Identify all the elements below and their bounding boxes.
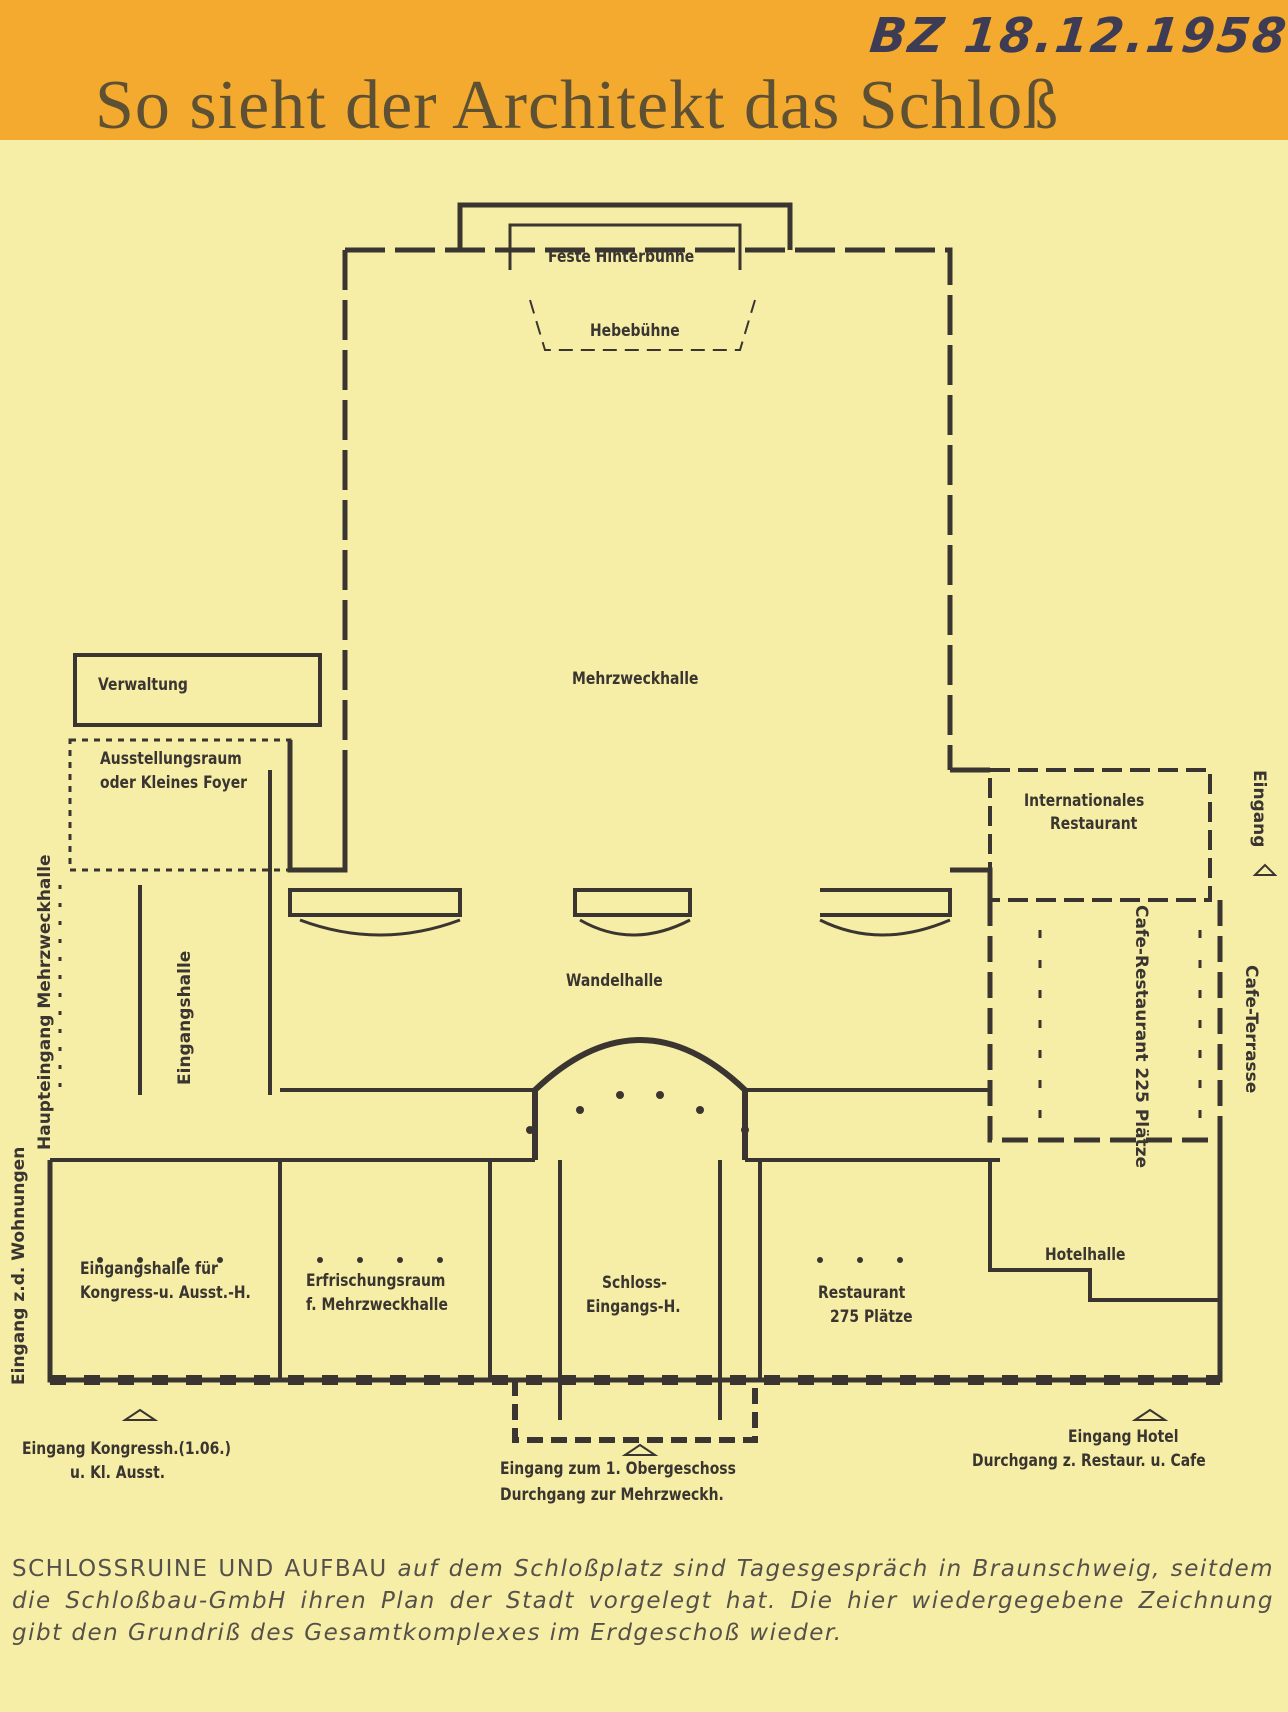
headline-banner: BZ 18.12.1958 So sieht der Architekt das… xyxy=(0,0,1288,144)
label-eingangs-h: Eingangs-H. xyxy=(586,1297,681,1317)
entrance-marker-hotel xyxy=(1131,1408,1169,1421)
ausstellungsraum-room xyxy=(68,738,292,872)
label-eingangshalle-kongress: Eingangshalle für xyxy=(80,1259,218,1279)
floor-plan xyxy=(47,202,1278,1456)
label-eingang-hotel: Eingang Hotel xyxy=(1068,1427,1179,1447)
verwaltung-room xyxy=(73,653,322,727)
label-feste-hinterbuehne: Feste Hinterbühne xyxy=(548,247,695,267)
label-275-plaetze: 275 Plätze xyxy=(830,1307,913,1327)
label-cafe-terrasse: Cafe-Terrasse xyxy=(1241,965,1261,1094)
photo-caption: SCHLOSSRUINE UND AUFBAU auf dem Schloßpl… xyxy=(12,1553,1274,1649)
caption-lead: SCHLOSSRUINE UND AUFBAU xyxy=(12,1556,388,1582)
label-durchgang-restaur: Durchgang z. Restaur. u. Cafe xyxy=(972,1451,1206,1471)
hotelhalle-wall xyxy=(988,1160,1220,1302)
label-verwaltung: Verwaltung xyxy=(98,675,188,695)
main-hall-wall xyxy=(345,247,953,770)
label-durchgang-mehrzweckh: Durchgang zur Mehrzweckh. xyxy=(500,1485,724,1505)
stage-wall xyxy=(457,202,793,250)
label-hotelhalle: Hotelhalle xyxy=(1045,1245,1126,1265)
caption-text: auf dem Schloßplatz sind Tagesgespräch i… xyxy=(12,1556,1274,1646)
main-hall-right-stub xyxy=(950,767,993,900)
hebebuehne-outline xyxy=(529,299,756,351)
label-kongress-ausst: Kongress-u. Ausst.-H. xyxy=(80,1283,251,1303)
label-eingangshalle: Eingangshalle xyxy=(175,950,195,1085)
entrance-marker-kongress xyxy=(121,1408,159,1421)
label-cafe-restaurant: Cafe-Restaurant 225 Plätze xyxy=(1131,905,1151,1169)
label-restaurant-int: Restaurant xyxy=(1050,814,1138,834)
foyer-wall xyxy=(287,740,348,873)
label-eingang-wohnungen: Eingang z.d. Wohnungen xyxy=(9,1146,29,1385)
label-wandelhalle: Wandelhalle xyxy=(566,971,663,991)
date-stamp: BZ 18.12.1958 xyxy=(867,8,1288,64)
entrance-marker-og xyxy=(621,1443,659,1456)
cafe-wing-wall xyxy=(987,900,1223,1143)
label-eingang-og: Eingang zum 1. Obergeschoss xyxy=(500,1459,736,1479)
label-haupteingang: Haupteingang Mehrzweckhalle xyxy=(35,854,55,1150)
label-ausstellungsraum: Ausstellungsraum xyxy=(100,749,242,769)
label-restaurant: Restaurant xyxy=(818,1283,906,1303)
label-eingang-right: Eingang xyxy=(1249,770,1269,848)
label-hebebuehne: Hebebühne xyxy=(590,321,680,341)
wandelhalle-wall-right xyxy=(820,888,952,917)
label-f-mehrzweckhalle: f. Mehrzweckhalle xyxy=(306,1295,448,1315)
label-mehrzweckhalle: Mehrzweckhalle xyxy=(572,669,699,689)
wandelhalle-center xyxy=(573,888,692,917)
entrance-marker-right xyxy=(1252,863,1278,876)
label-kleines-foyer: oder Kleines Foyer xyxy=(100,773,248,793)
label-erfrischungsraum: Erfrischungsraum xyxy=(306,1271,446,1291)
label-kl-ausst: u. Kl. Ausst. xyxy=(70,1463,166,1483)
label-eingang-kongress: Eingang Kongressh.(1.06.) xyxy=(22,1439,231,1459)
internationales-restaurant-room xyxy=(988,768,1212,902)
rotunda xyxy=(532,1037,748,1160)
wandelhalle-wall-left xyxy=(288,888,462,917)
label-schloss: Schloss- xyxy=(602,1273,667,1293)
label-internationales: Internationales xyxy=(1024,791,1145,811)
headline: So sieht der Architekt das Schloß xyxy=(95,67,1060,144)
